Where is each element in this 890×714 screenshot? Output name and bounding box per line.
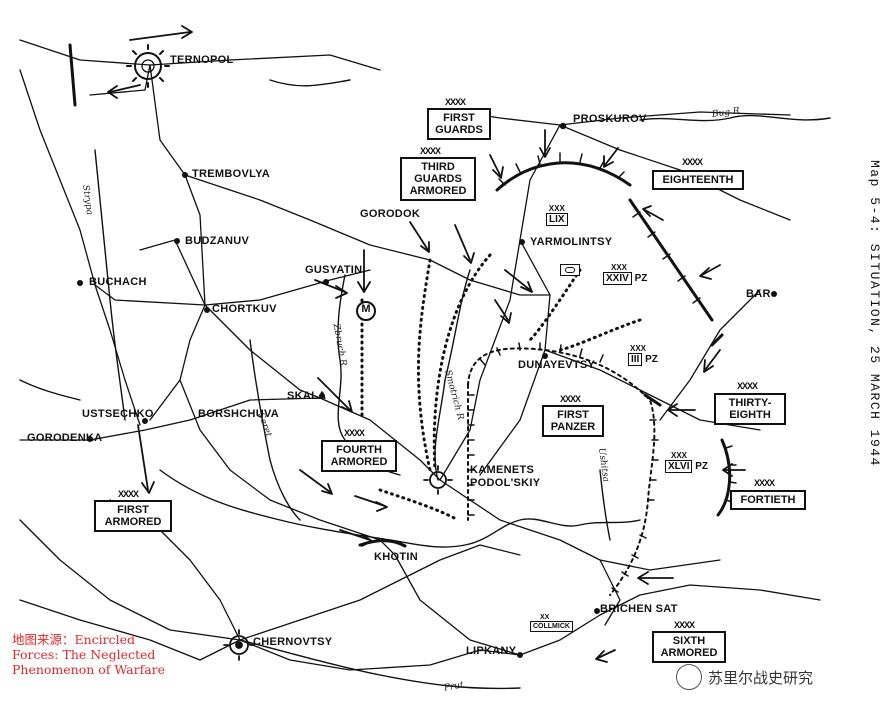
kamenets-symbol [423, 465, 453, 495]
pocket-perimeter [467, 347, 656, 596]
unit-third-guards: THIRD GUARDS ARMORED [400, 157, 476, 201]
corps-iii: XXX III PZ [628, 345, 658, 366]
place-borshchuva: BORSHCHUVA [198, 408, 280, 420]
place-skala: SKALA [287, 390, 327, 402]
front-hatching [467, 152, 737, 593]
echelon-third-guards: XXXX [420, 146, 441, 156]
place-buchach: BUCHACH [89, 276, 147, 288]
corps-lix: XXX LIX [546, 205, 568, 226]
place-lipkany: LIPKANY [466, 645, 517, 657]
echelon-first-panzer: XXXX [560, 394, 581, 404]
tank-unit-icon [560, 264, 580, 276]
unit-first-panzer: FIRST PANZER [542, 405, 604, 437]
place-bar: BAR [746, 288, 771, 300]
place-yarmolintsy: YARMOLINTSY [530, 236, 613, 248]
source-line-1: 地图来源：Encircled [12, 632, 136, 647]
corps-xlvi-label: XLVI [665, 460, 693, 473]
unit-first-armored: FIRST ARMORED [94, 500, 172, 532]
place-ustsechko: USTSECHKO [82, 408, 154, 420]
echelon-first-armored: XXXX [118, 489, 139, 499]
corps-xlvi-echelon: XXX [671, 451, 688, 460]
place-trembovlya: TREMBOVLYA [192, 168, 270, 180]
place-brichen: BRICHEN SAT [600, 603, 678, 615]
corps-iii-echelon: XXX [630, 344, 647, 353]
echelon-fourth-armored: XXXX [344, 428, 365, 438]
echelon-eighteenth: XXXX [682, 157, 703, 167]
marker-m: M [361, 303, 371, 315]
place-chernovtsy: CHERNOVTSY [253, 636, 333, 648]
chernovtsy-symbol [223, 629, 255, 661]
ternopol-symbol [126, 44, 170, 88]
source-note: 地图来源：Encircled Forces: The Neglected Phe… [12, 632, 165, 677]
unit-first-guards: FIRST GUARDS [427, 108, 491, 140]
watermark-text: 苏里尔战史研究 [708, 668, 814, 687]
source-line-2: Forces: The Neglected [12, 647, 156, 662]
place-khotin: KHOTIN [374, 551, 418, 563]
watermark: 苏里尔战史研究 [676, 664, 813, 690]
unit-fortieth: FORTIETH [730, 490, 806, 510]
corps-xxiv-suffix: PZ [634, 273, 648, 284]
corps-lix-label: LIX [546, 213, 568, 226]
corps-xxiv-label: XXIV [603, 272, 632, 285]
unit-thirty-eighth: THIRTY- EIGHTH [714, 393, 786, 425]
unit-eighteenth: EIGHTEENTH [652, 170, 744, 190]
corps-xlvi: XXX XLVI PZ [665, 452, 708, 473]
place-budzanuv: BUDZANUV [185, 235, 250, 247]
echelon-sixth-armored: XXXX [674, 620, 695, 630]
place-chortkuv: CHORTKUV [212, 303, 277, 315]
place-gorodok: GORODOK [360, 208, 421, 220]
place-proskurov: PROSKUROV [573, 113, 647, 125]
place-kamenets-text: KAMENETS PODOL'SKIY [470, 464, 541, 489]
attack-arrows [107, 25, 746, 663]
corps-collmick: XX COLLMICK [530, 614, 573, 632]
echelon-thirty-eighth: XXXX [737, 381, 758, 391]
place-gusyatin: GUSYATIN [305, 264, 363, 276]
place-ternopol: TERNOPOL [170, 54, 234, 66]
source-line-3: Phenomenon of Warfare [12, 662, 166, 677]
town-dots [77, 122, 777, 658]
echelon-first-guards: XXXX [445, 97, 466, 107]
place-dunayevtsy: DUNAYEVTSY [518, 359, 596, 371]
place-gorodenka: GORODENKA [27, 432, 103, 444]
unit-fourth-armored: FOURTH ARMORED [321, 440, 397, 472]
map-caption: Map 5-4: SITUATION, 25 MARCH 1944 [867, 160, 882, 467]
corps-lix-echelon: XXX [548, 204, 565, 213]
watermark-logo-icon [676, 664, 702, 690]
echelon-fortieth: XXXX [754, 478, 775, 488]
corps-xxiv: XXX XXIV PZ [603, 264, 647, 285]
place-kamenets: KAMENETS PODOL'SKIY [470, 464, 560, 490]
corps-collmick-echelon: XX [540, 614, 550, 621]
corps-xxiv-echelon: XXX [611, 263, 628, 272]
roads [19, 39, 821, 671]
marker-m-circle [356, 301, 376, 321]
corps-iii-label: III [628, 353, 643, 366]
unit-sixth-armored: SIXTH ARMORED [652, 631, 726, 663]
corps-iii-suffix: PZ [645, 354, 658, 365]
corps-collmick-label: COLLMICK [530, 621, 573, 632]
corps-xlvi-suffix: PZ [695, 461, 709, 472]
